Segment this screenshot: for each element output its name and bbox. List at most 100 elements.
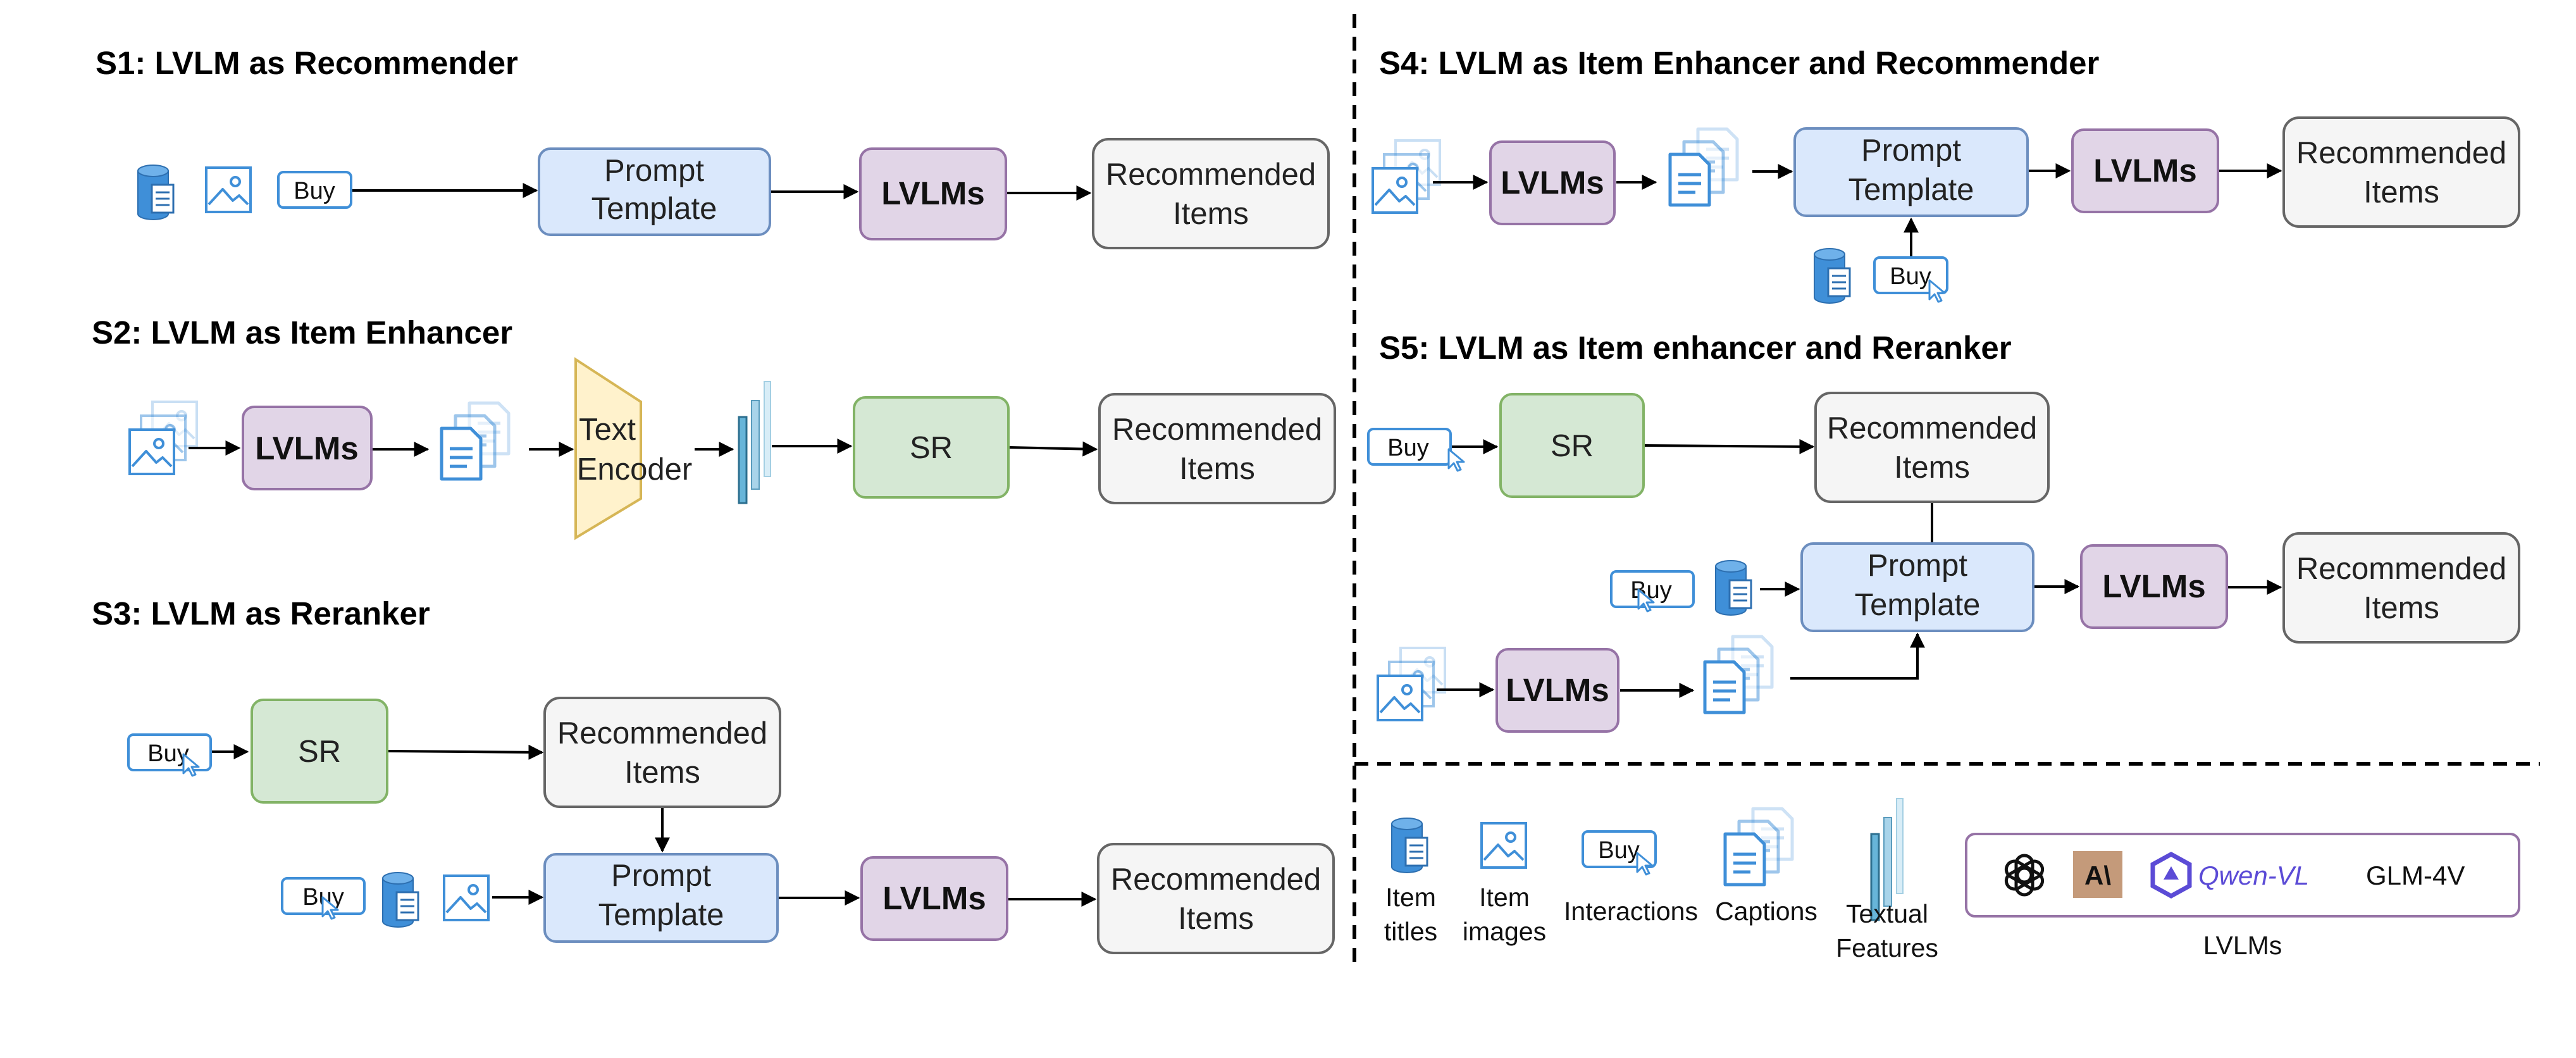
- sr-label: SR: [910, 431, 953, 465]
- s1-title: S1: LVLM as Recommender: [96, 45, 518, 81]
- anthropic-logo-text: A\: [2084, 861, 2111, 890]
- recommended-items-box: [2282, 532, 2520, 644]
- lvlms-label: LVLMs: [882, 880, 986, 916]
- recommended-items-box: [1092, 138, 1330, 249]
- legend-textual-features-line2: Features: [1836, 933, 1938, 962]
- s3-title: S3: LVLM as Reranker: [92, 595, 430, 632]
- prompt-template-line2: Template: [1848, 173, 1974, 207]
- lvlms-box: [2080, 544, 2228, 629]
- recommended-items-line1: Recommended: [1106, 158, 1316, 192]
- recommended-items-line2: Items: [2363, 175, 2439, 209]
- captions-icon: [1725, 809, 1792, 885]
- legend-item-images-line1: Item: [1479, 883, 1530, 912]
- recommended-items-line1: Recommended: [1112, 413, 1322, 447]
- recommended-items-box: [543, 697, 781, 808]
- recommended-items-line2: Items: [1179, 452, 1255, 486]
- cursor-icon: [1447, 448, 1465, 472]
- captions-icon: [442, 403, 509, 479]
- recommended-items-box: [1097, 843, 1335, 954]
- buy-label: Buy: [294, 178, 335, 204]
- text-encoder-box: [574, 357, 642, 540]
- sr-box: [853, 396, 1010, 499]
- openai-logo-icon: [2004, 854, 2045, 897]
- captions-icon: [1670, 129, 1737, 205]
- prompt-template-line2: Template: [598, 898, 724, 932]
- legend-textual-features-line1: Textual: [1846, 899, 1928, 928]
- prompt-template-line1: Prompt: [1867, 549, 1967, 583]
- recommended-items-box: [2282, 116, 2520, 228]
- lvlms-box: [242, 406, 373, 490]
- sr-label: SR: [298, 735, 341, 769]
- item-image-icon: [1480, 822, 1527, 869]
- buy-label: Buy: [147, 740, 189, 767]
- legend-lvlms-caption: LVLMs: [2203, 931, 2282, 960]
- prompt-template-box: [538, 147, 771, 236]
- lvlms-label: LVLMs: [1501, 165, 1604, 201]
- textual-features-icon: [738, 380, 772, 504]
- recommended-items-line2: Items: [624, 756, 700, 790]
- prompt-template-box: [1793, 127, 2029, 217]
- text-encoder-line2: Encoder: [577, 452, 693, 487]
- anthropic-logo-icon: [2073, 851, 2122, 898]
- lvlms-label: LVLMs: [881, 175, 984, 211]
- lvlms-box: [860, 856, 1008, 941]
- item-images-stack-icon: [130, 402, 197, 474]
- s5-title: S5: LVLM as Item enhancer and Reranker: [1379, 330, 2012, 366]
- sr-label: SR: [1551, 429, 1594, 463]
- recommended-items-line2: Items: [2363, 591, 2439, 625]
- lvlms-label: LVLMs: [255, 430, 358, 466]
- item-titles-icon: [137, 164, 175, 221]
- section-s5: S5: LVLM as Item enhancer and Reranker B…: [1367, 330, 2520, 733]
- sr-box: [251, 699, 388, 804]
- section-s2: S2: LVLM as Item Enhancer LVLMs Text Enc…: [92, 314, 1336, 540]
- s4-title: S4: LVLM as Item Enhancer and Recommende…: [1379, 45, 2100, 81]
- legend: Item titles Item images Buy Interactions…: [1384, 797, 2520, 962]
- recommended-items-line1: Recommended: [2296, 552, 2506, 586]
- buy-button: [1610, 570, 1695, 608]
- glm-4v-label: GLM-4V: [2366, 861, 2465, 890]
- section-s1: S1: LVLM as Recommender Buy Prompt Templ…: [96, 45, 1330, 249]
- recommended-items-line1: Recommended: [1111, 862, 1321, 897]
- section-s4: S4: LVLM as Item Enhancer and Recommende…: [1373, 45, 2520, 304]
- buy-button: [1367, 428, 1452, 466]
- prompt-template-box: [1800, 542, 2034, 632]
- item-images-stack-icon: [1378, 648, 1445, 720]
- legend-item-titles-line1: Item: [1385, 883, 1436, 912]
- prompt-template-line2: Template: [1855, 588, 1981, 622]
- legend-item-images-line2: images: [1463, 917, 1546, 946]
- prompt-template-box: [543, 853, 779, 943]
- sr-box: [1499, 393, 1645, 498]
- lvlms-label: LVLMs: [1506, 672, 1609, 708]
- recommended-items-line2: Items: [1178, 902, 1254, 936]
- recommended-items-line1: Recommended: [557, 716, 767, 750]
- lvlms-box: [2071, 128, 2219, 213]
- text-encoder-line1: Text: [579, 413, 636, 447]
- buy-label: Buy: [1890, 263, 1931, 290]
- item-image-icon: [205, 166, 252, 213]
- buy-label: Buy: [1598, 837, 1639, 864]
- legend-captions: Captions: [1715, 897, 1817, 926]
- buy-button: [277, 171, 352, 209]
- item-images-stack-icon: [1373, 140, 1440, 213]
- lvlms-box: [859, 147, 1007, 240]
- legend-item-titles-line2: titles: [1384, 917, 1437, 946]
- lvlms-label: LVLMs: [2102, 568, 2205, 604]
- recommended-items-line1: Recommended: [1827, 411, 2037, 445]
- item-titles-icon: [1390, 817, 1428, 874]
- recommended-items-line2: Items: [1894, 451, 1970, 485]
- section-s3: S3: LVLM as Reranker Buy SR Recommended …: [92, 595, 1335, 954]
- recommended-items-line1: Recommended: [2296, 136, 2506, 170]
- item-titles-icon: [381, 871, 419, 928]
- prompt-template-line2: Template: [591, 192, 717, 226]
- s2-title: S2: LVLM as Item Enhancer: [92, 314, 512, 351]
- item-titles-icon: [1813, 247, 1851, 304]
- lvlms-box: [1489, 140, 1616, 225]
- lvlms-box: [1495, 648, 1619, 733]
- legend-interactions: Interactions: [1564, 897, 1698, 926]
- item-titles-icon: [1714, 559, 1752, 616]
- item-image-icon: [443, 874, 490, 921]
- recommended-items-box: [1098, 393, 1336, 504]
- captions-icon: [1705, 637, 1772, 713]
- lvlms-label: LVLMs: [2093, 152, 2196, 189]
